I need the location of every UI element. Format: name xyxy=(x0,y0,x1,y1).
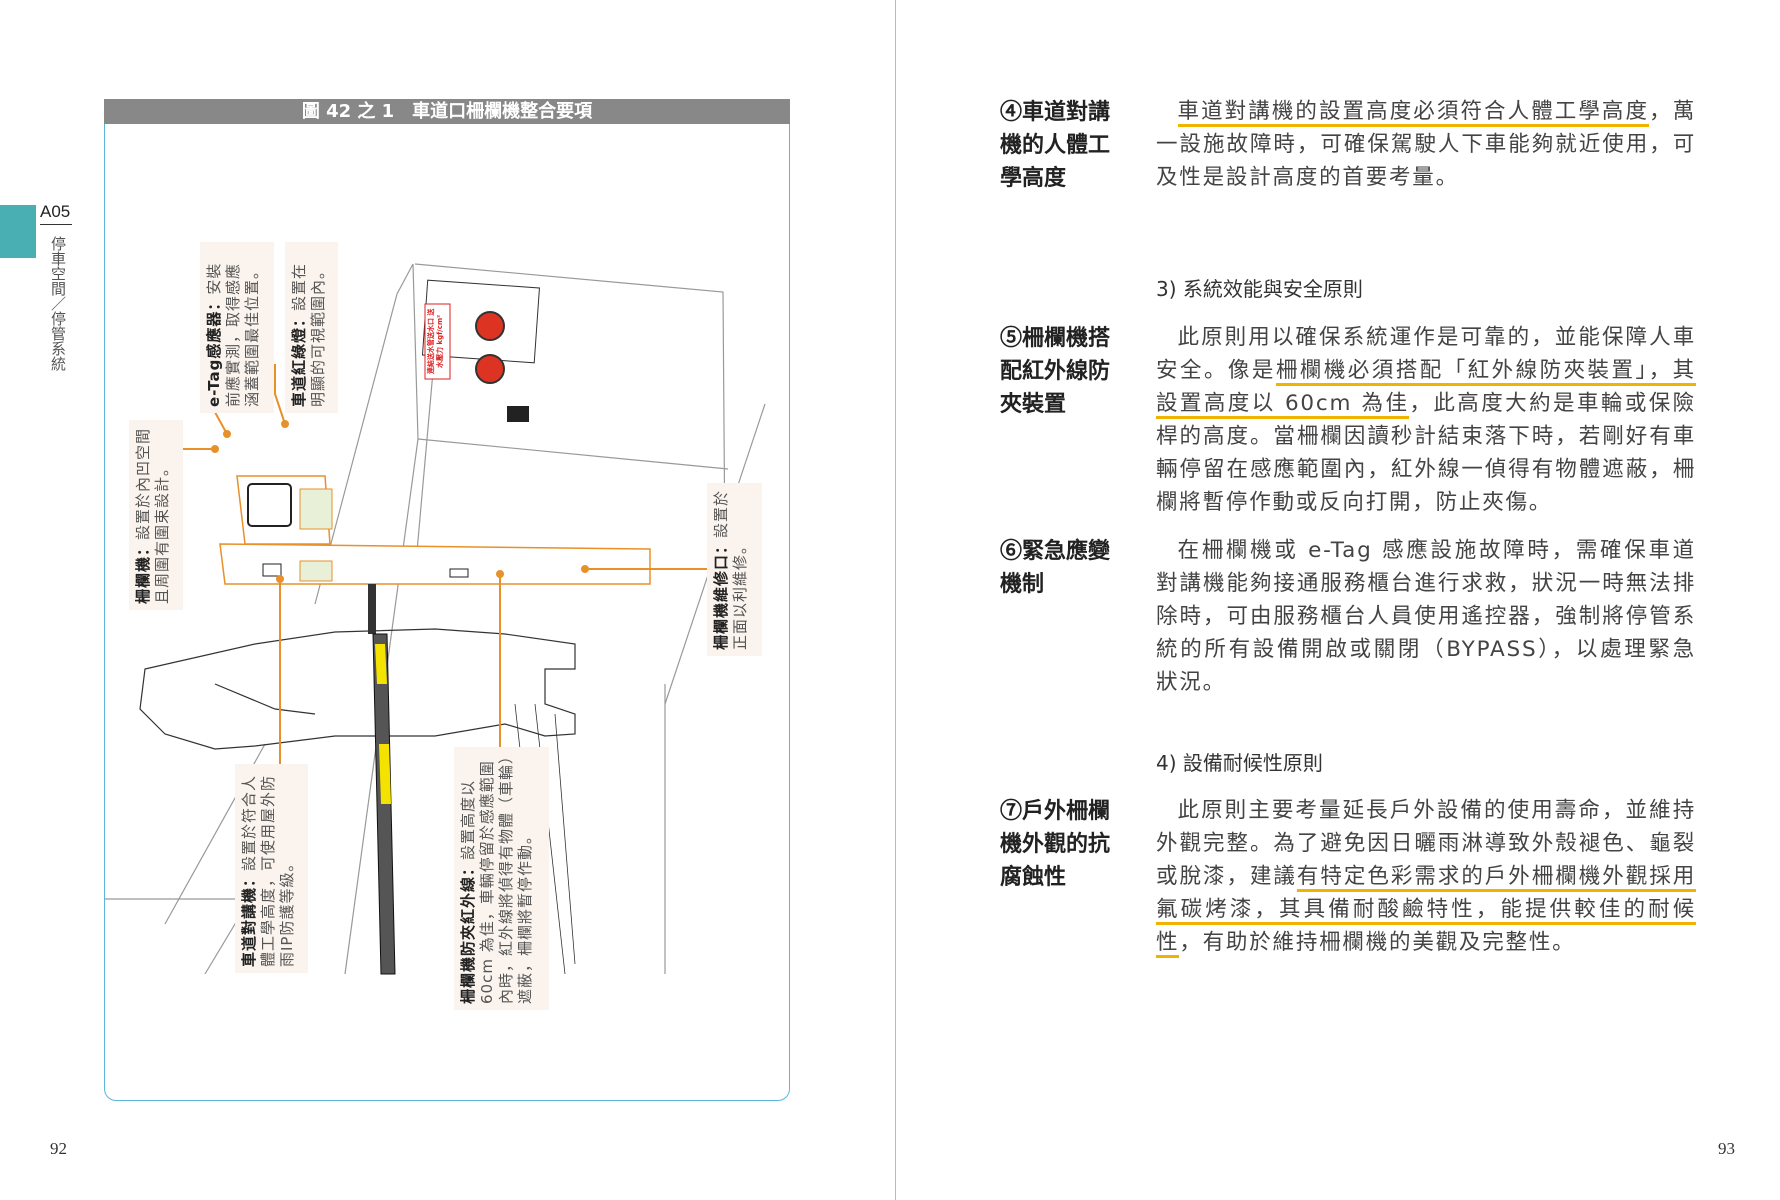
section-body-6: 在柵欄機或 e-Tag 感應設施故障時，需確保車道對講機能夠接通服務櫃台進行求救… xyxy=(1156,538,1696,695)
section-body-4: 車道對講機的設置高度必須符合人體工學高度，萬一設施故障時，可確保駕駛人下車能夠就… xyxy=(1156,99,1696,190)
callout-title: 車道紅綠燈： xyxy=(290,310,308,407)
page-number-left: 92 xyxy=(50,1139,67,1158)
callout-etag-sensor: e-Tag感應器：安裝前應實測，取得感應涵蓋範圍最佳位置。 xyxy=(200,242,274,413)
page-gutter xyxy=(895,0,896,1200)
signal-led-panel xyxy=(299,488,333,530)
intercom-screen xyxy=(247,483,292,527)
barrier-machine xyxy=(219,475,651,634)
figure-frame xyxy=(104,99,790,1101)
callout-title: 柵欄機防夾紅外線： xyxy=(459,859,477,1004)
intercom-button xyxy=(262,563,282,577)
chapter-title: 停車空間／停管系統 xyxy=(49,236,67,371)
section-body-5: 此原則用以確保系統運作是可靠的，並能保障人車安全。像是柵欄機必須搭配「紅外線防夾… xyxy=(1156,325,1696,515)
section-heading-6: ⑥緊急應變機制 xyxy=(1000,538,1111,597)
signal-led-panel xyxy=(299,560,333,582)
callout-lane-signal: 車道紅綠燈：設置在明顯的可視範圍內。 xyxy=(285,242,338,413)
subheading-3: 3) 系統效能與安全原則 xyxy=(1156,277,1363,301)
callout-title: 柵欄機維修口： xyxy=(712,537,730,650)
section-heading-4: ④車道對講機的人體工學高度 xyxy=(1000,99,1111,191)
maintenance-port xyxy=(449,568,469,578)
person-outline xyxy=(139,628,576,750)
page-number-right: 93 xyxy=(1718,1139,1735,1158)
barrier-illustration xyxy=(105,263,766,975)
barrier-arm xyxy=(372,633,396,975)
callout-title: 車道對講機： xyxy=(240,870,258,967)
hydrant-panel xyxy=(421,279,540,422)
callout-title: e-Tag感應器： xyxy=(205,294,223,407)
callout-infrared-sensor: 柵欄機防夾紅外線：設置高度以 60cm 為佳，車輛停留於感應範圍內時，紅外線將偵… xyxy=(454,747,549,1010)
section-heading-7: ⑦戶外柵欄機外觀的抗腐蝕性 xyxy=(1000,798,1111,890)
section-heading-5: ⑤柵欄機搭配紅外線防夾裝置 xyxy=(1000,325,1111,417)
hydrant-outlet xyxy=(475,311,505,341)
callout-barrier-machine: 柵欄機：設置於內凹空間且周圍有圍束設計。 xyxy=(129,420,183,610)
callout-title: 柵欄機： xyxy=(134,539,152,604)
chapter-code: A05 xyxy=(40,202,72,225)
subheading-4: 4) 設備耐候性原則 xyxy=(1156,751,1323,775)
section-body-7: 此原則主要考量延長戶外設備的使用壽命，並維持外觀完整。為了避免因日曬雨淋導致外殼… xyxy=(1156,794,1696,959)
figure-title: 圖 42 之 1 車道口柵欄機整合要項 xyxy=(104,99,790,124)
callout-maintenance-port: 柵欄機維修口：設置於正面以利維修。 xyxy=(707,483,762,656)
hydrant-sign: 連結送水管送水口 送水壓力 kgf/cm² xyxy=(427,308,444,375)
callout-lane-intercom: 車道對講機：設置於符合人體工學高度，可使用屋外防雨IP防護等級。 xyxy=(235,764,308,973)
chapter-tab xyxy=(0,205,36,258)
hydrant-outlet xyxy=(475,354,505,384)
